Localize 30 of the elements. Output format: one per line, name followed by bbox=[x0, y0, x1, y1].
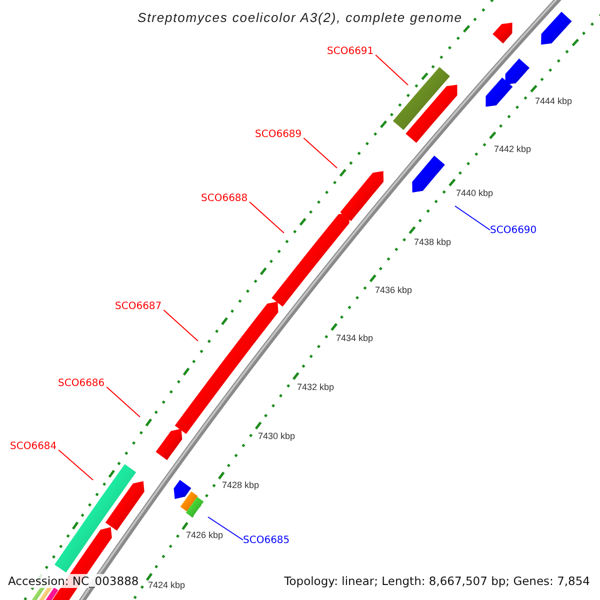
gene-label: SCO6691 bbox=[327, 46, 374, 57]
tick-label: 7440 kbp bbox=[456, 188, 494, 198]
tick-label: 7426 kbp bbox=[186, 530, 224, 540]
tick-label: 7424 kbp bbox=[148, 580, 186, 590]
tick-label: 7428 kbp bbox=[222, 480, 260, 490]
footer-text: Topology: linear; Length: 8,667,507 bp; Genes: 7,854 bbox=[284, 574, 590, 588]
gene-label: SCO6684 bbox=[10, 441, 57, 452]
genome-title: Streptomyces coelicolor A3(2), complete genome bbox=[136, 10, 464, 26]
tick-label: 7436 kbp bbox=[375, 285, 412, 295]
leader-line bbox=[58, 450, 94, 480]
footer-text: Accession: NC_003888 bbox=[8, 574, 139, 588]
leader-line bbox=[163, 310, 198, 342]
tick-label: 7438 kbp bbox=[414, 237, 452, 247]
gene-label: SCO6687 bbox=[115, 301, 162, 312]
tick-label: 7444 kbp bbox=[535, 96, 572, 106]
leader-line bbox=[303, 138, 338, 168]
leader-line bbox=[375, 54, 408, 86]
gene-label: SCO6686 bbox=[58, 378, 105, 389]
tick-label: 7430 kbp bbox=[258, 431, 296, 441]
leader-line bbox=[249, 202, 284, 234]
tick-label: 7442 kbp bbox=[494, 144, 532, 154]
leader-line bbox=[106, 386, 140, 418]
leader-line bbox=[208, 516, 244, 540]
gene-label: SCO6685 bbox=[243, 535, 290, 546]
gene-label: SCO6690 bbox=[490, 225, 537, 236]
leader-line bbox=[454, 206, 490, 230]
tick-label: 7434 kbp bbox=[336, 333, 374, 343]
tick-label: 7432 kbp bbox=[297, 382, 334, 392]
gene-label: SCO6689 bbox=[255, 129, 302, 140]
gene-label: SCO6688 bbox=[201, 193, 248, 204]
